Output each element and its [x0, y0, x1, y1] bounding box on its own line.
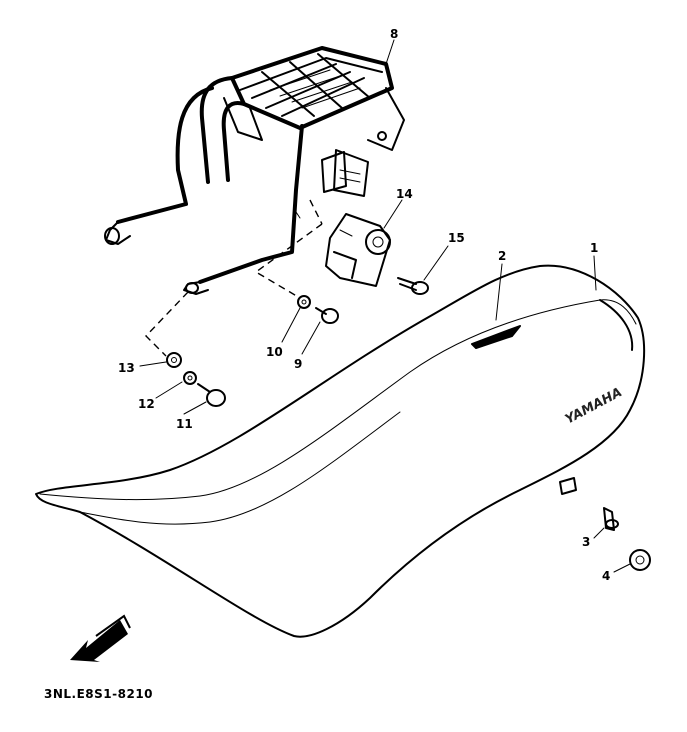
- leader-lines: [139, 39, 631, 573]
- callout-10: 10: [266, 345, 283, 359]
- rear-carrier: [104, 46, 405, 295]
- callout-13: 13: [118, 361, 135, 375]
- hardware: [166, 277, 651, 571]
- callout-8: 8: [390, 27, 398, 41]
- front-direction-arrow-icon: [70, 614, 131, 662]
- seat: YAMAHA: [35, 264, 646, 638]
- callout-15: 15: [448, 231, 465, 245]
- callout-14: 14: [396, 187, 413, 201]
- callout-4: 4: [602, 569, 610, 583]
- callout-12: 12: [138, 397, 155, 411]
- callout-3: 3: [582, 535, 590, 549]
- callout-9: 9: [294, 357, 302, 371]
- callout-1: 1: [590, 241, 598, 255]
- seat-brand-text: YAMAHA: [563, 385, 625, 427]
- callout-11: 11: [176, 417, 193, 431]
- callout-labels: 1 2 8 14 15 10 9 13 12 11 3 4: [118, 27, 610, 583]
- diagram-code: 3NL.E8S1-8210: [44, 687, 153, 701]
- callout-2: 2: [498, 249, 506, 263]
- assembly-lines: [145, 199, 323, 357]
- seat-bracket: [325, 213, 391, 287]
